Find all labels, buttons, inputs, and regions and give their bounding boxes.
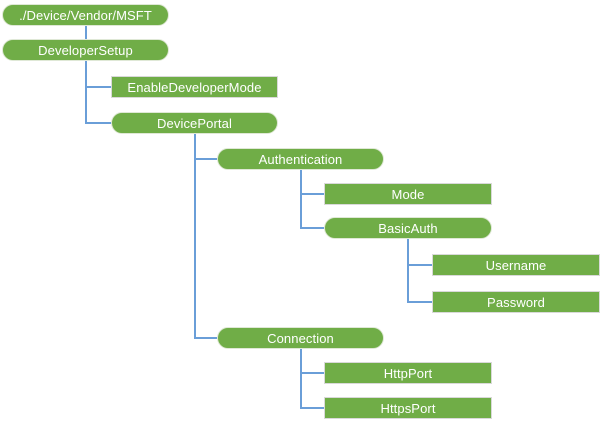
connector-elbow-1: [85, 122, 112, 124]
connector-stem-2: [194, 134, 196, 339]
connector-elbow-0: [85, 86, 112, 88]
node-http-port: HttpPort: [324, 362, 492, 384]
connector-elbow-8: [300, 372, 325, 374]
node-enable-developer-mode: EnableDeveloperMode: [111, 76, 278, 98]
connector-stem-0: [85, 26, 87, 39]
node-https-port: HttpsPort: [324, 397, 492, 419]
connector-stem-3: [300, 170, 302, 229]
node-root: ./Device/Vendor/MSFT: [2, 4, 169, 26]
node-developer-setup: DeveloperSetup: [2, 39, 169, 61]
connector-stem-1: [85, 61, 87, 124]
connector-stem-4: [407, 239, 409, 303]
connector-elbow-4: [300, 227, 325, 229]
node-mode: Mode: [324, 183, 492, 205]
node-basic-auth: BasicAuth: [324, 217, 492, 239]
connector-elbow-6: [407, 301, 433, 303]
connector-elbow-3: [300, 193, 325, 195]
node-username: Username: [432, 254, 600, 276]
node-authentication: Authentication: [217, 148, 384, 170]
connector-stem-5: [300, 349, 302, 409]
connector-elbow-7: [194, 337, 218, 339]
node-connection: Connection: [217, 327, 384, 349]
node-password: Password: [432, 291, 600, 313]
node-device-portal: DevicePortal: [111, 112, 278, 134]
connector-elbow-2: [194, 158, 218, 160]
connector-elbow-9: [300, 407, 325, 409]
connector-elbow-5: [407, 264, 433, 266]
